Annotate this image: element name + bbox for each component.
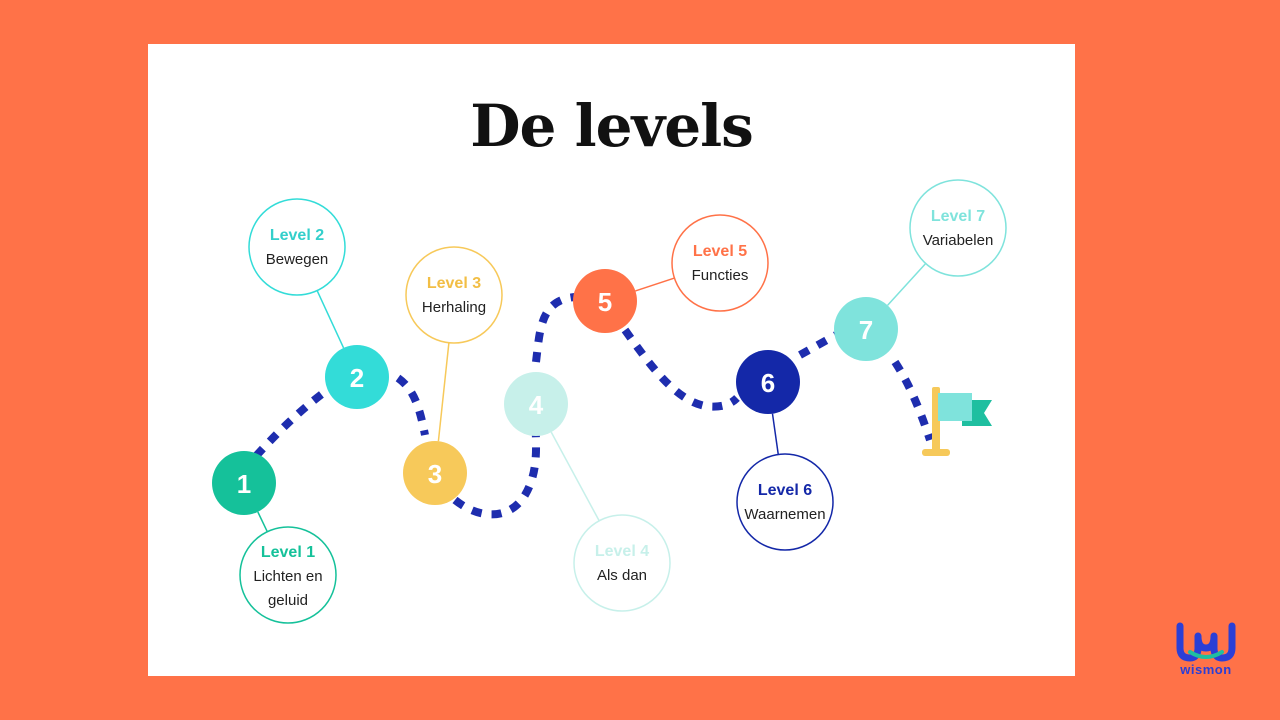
level-node-2: 2	[325, 345, 389, 409]
wismon-logo-icon	[1176, 622, 1236, 662]
node-number: 3	[428, 459, 442, 489]
node-circle	[212, 451, 276, 515]
connector-1	[257, 511, 268, 533]
level-label-3: Level 3 Herhaling	[405, 246, 503, 344]
level-label-2: Level 2 Bewegen	[248, 198, 346, 296]
level-node-6: 6	[736, 350, 800, 414]
level-title: Level 6	[758, 482, 812, 499]
node-number: 7	[859, 315, 873, 345]
level-title: Level 5	[693, 243, 747, 260]
node-circle	[834, 297, 898, 361]
connector-4	[550, 431, 600, 522]
node-number: 5	[598, 287, 612, 317]
connector-lines	[257, 262, 927, 533]
node-number: 2	[350, 363, 364, 393]
level-description: Variabelen	[923, 232, 994, 249]
level-description: Bewegen	[266, 251, 329, 268]
node-number: 4	[529, 390, 544, 420]
level-description: Functies	[692, 267, 749, 284]
node-number: 6	[761, 368, 775, 398]
connector-2	[316, 290, 345, 349]
level-title: Level 1	[261, 544, 315, 561]
brand-name: wismon	[1180, 662, 1232, 677]
connector-3	[437, 342, 450, 442]
level-label-5: Level 5 Functies	[671, 214, 769, 312]
node-circle	[504, 372, 568, 436]
label-circle	[573, 514, 671, 612]
level-node-4: 4	[504, 372, 568, 436]
level-nodes: 1 2 3 4 5 6 7	[212, 269, 898, 515]
level-title: Level 4	[595, 543, 649, 560]
level-description: geluid	[268, 592, 308, 609]
level-label-4: Level 4 Als dan	[573, 514, 671, 612]
node-circle	[325, 345, 389, 409]
page-title: De levels	[470, 92, 754, 160]
level-title: Level 2	[270, 227, 324, 244]
node-circle	[573, 269, 637, 333]
node-number: 1	[237, 469, 251, 499]
level-title: Level 7	[931, 208, 985, 225]
connector-7	[886, 262, 927, 306]
label-circle	[909, 179, 1007, 277]
level-label-1: Level 1 Lichten en geluid	[239, 526, 337, 624]
level-description: Waarnemen	[744, 506, 825, 523]
level-node-3: 3	[403, 441, 467, 505]
level-label-6: Level 6 Waarnemen	[736, 453, 834, 551]
dashed-path	[253, 293, 934, 519]
label-circle	[248, 198, 346, 296]
level-node-5: 5	[573, 269, 637, 333]
connector-5	[635, 277, 675, 292]
node-circle	[403, 441, 467, 505]
label-circle	[405, 246, 503, 344]
label-circle	[736, 453, 834, 551]
level-node-7: 7	[834, 297, 898, 361]
level-title: Level 3	[427, 275, 481, 292]
label-circle	[239, 526, 337, 624]
finish-flag-icon	[922, 387, 992, 456]
level-description: Als dan	[597, 567, 647, 584]
level-description: Lichten en	[253, 568, 322, 585]
connector-6	[771, 413, 780, 455]
level-node-1: 1	[212, 451, 276, 515]
label-circle	[671, 214, 769, 312]
node-circle	[736, 350, 800, 414]
level-label-7: Level 7 Variabelen	[909, 179, 1007, 277]
level-description: Herhaling	[422, 299, 486, 316]
